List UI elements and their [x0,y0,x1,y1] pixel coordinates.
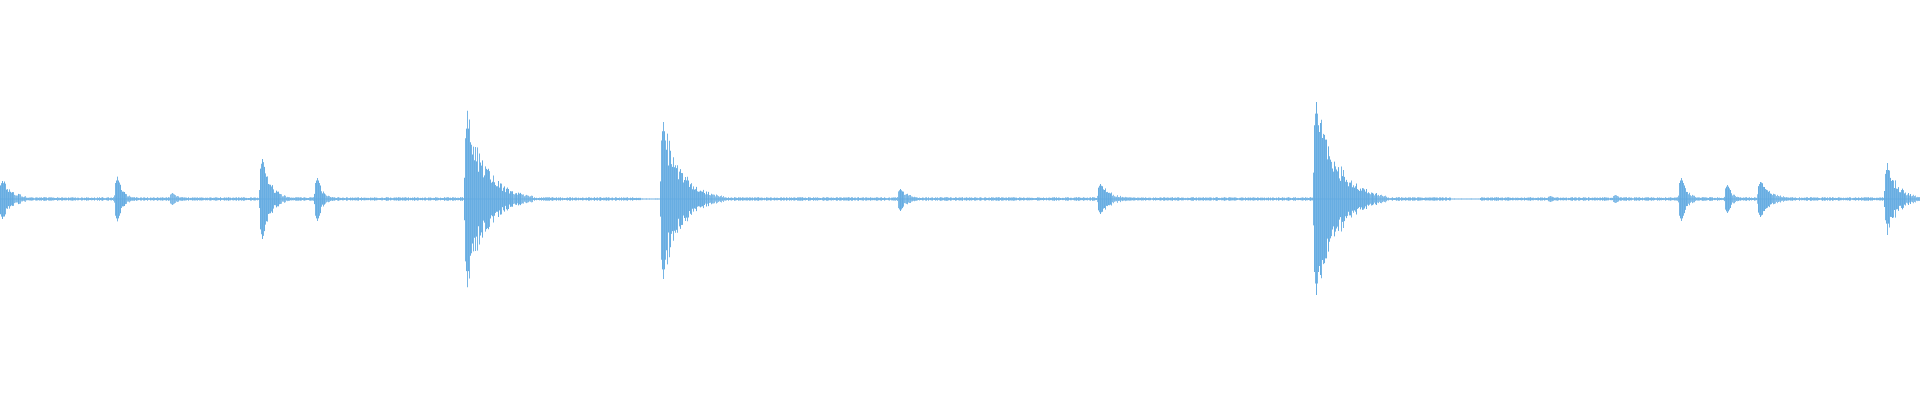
waveform-bars [0,102,1920,295]
